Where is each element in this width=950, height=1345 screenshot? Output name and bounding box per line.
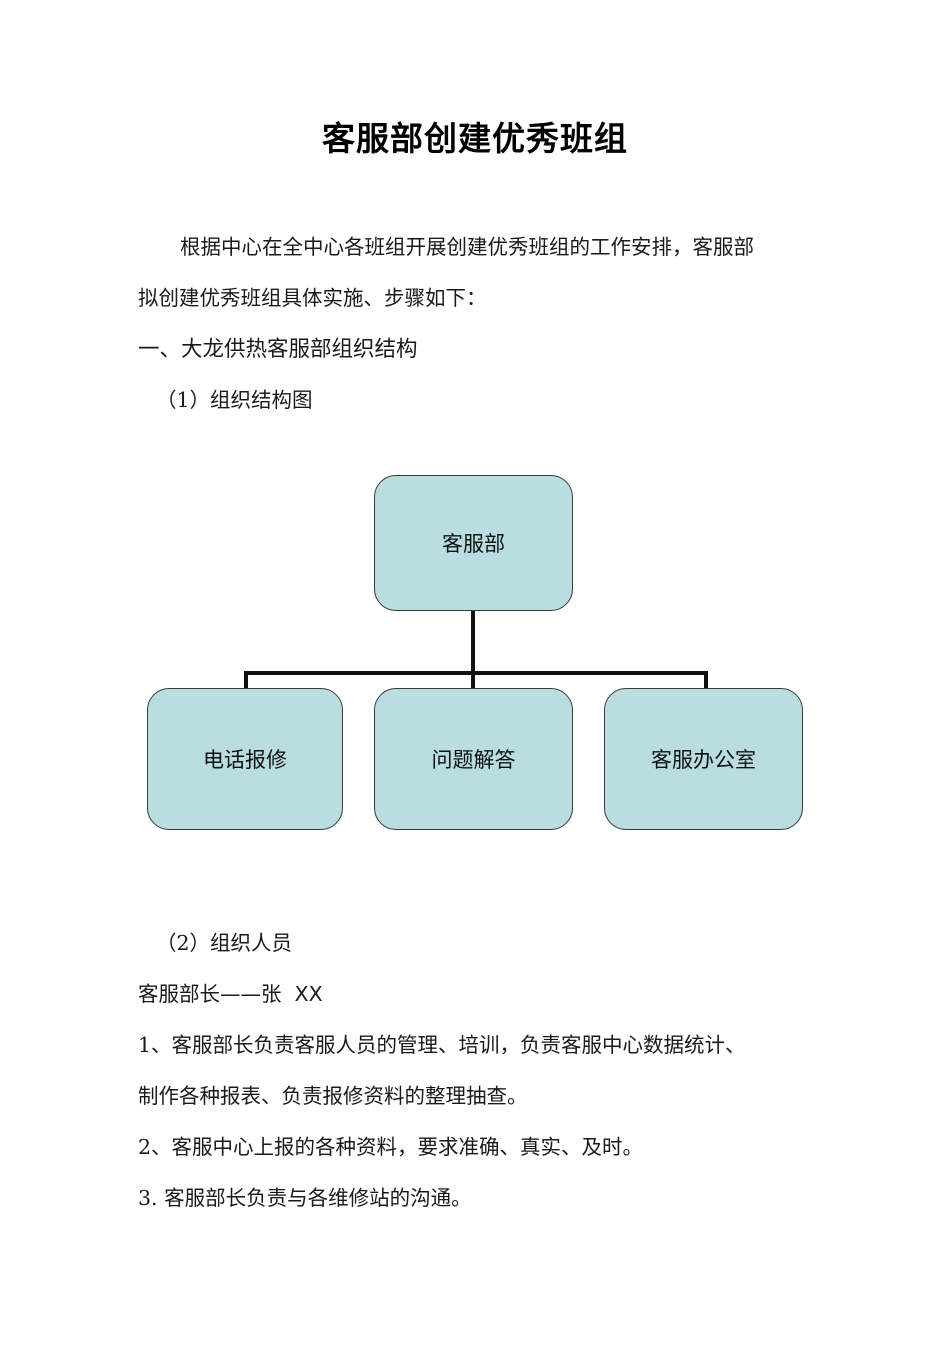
connector-drop-middle	[471, 671, 475, 689]
duty-item-1-line-1: 1、客服部长负责客服人员的管理、培训，负责客服中心数据统计、	[138, 1033, 746, 1057]
connector-bus	[245, 671, 707, 675]
connector-drop-right	[704, 671, 708, 689]
subsection-heading-1: （1）组织结构图	[156, 388, 313, 412]
section-heading-1: 一、大龙供热客服部组织结构	[138, 337, 418, 362]
duty-item-1-line-2: 制作各种报表、负责报修资料的整理抽查。	[138, 1084, 528, 1108]
connector-root-stem	[471, 611, 475, 674]
body-text-bottom: （2）组织人员 客服部长——张 XX 1、客服部长负责客服人员的管理、培训，负责…	[138, 918, 818, 1224]
page-title: 客服部创建优秀班组	[322, 119, 628, 158]
connector-drop-left	[244, 671, 248, 689]
org-node-question-answer: 问题解答	[374, 688, 573, 830]
paragraph-intro-line-2: 拟创建优秀班组具体实施、步骤如下：	[138, 286, 487, 310]
duty-item-2: 2、客服中心上报的各种资料，要求准确、真实、及时。	[138, 1135, 644, 1159]
org-node-phone-repair: 电话报修	[147, 688, 343, 830]
org-node-service-office: 客服办公室	[604, 688, 803, 830]
org-node-root: 客服部	[374, 475, 573, 611]
duty-item-3: 3. 客服部长负责与各维修站的沟通。	[138, 1186, 472, 1210]
body-text-top: 根据中心在全中心各班组开展创建优秀班组的工作安排，客服部 拟创建优秀班组具体实施…	[138, 222, 818, 426]
manager-name-line: 客服部长——张 XX	[138, 982, 323, 1006]
paragraph-intro-line-1: 根据中心在全中心各班组开展创建优秀班组的工作安排，客服部	[180, 235, 754, 259]
subsection-heading-2: （2）组织人员	[156, 931, 293, 955]
